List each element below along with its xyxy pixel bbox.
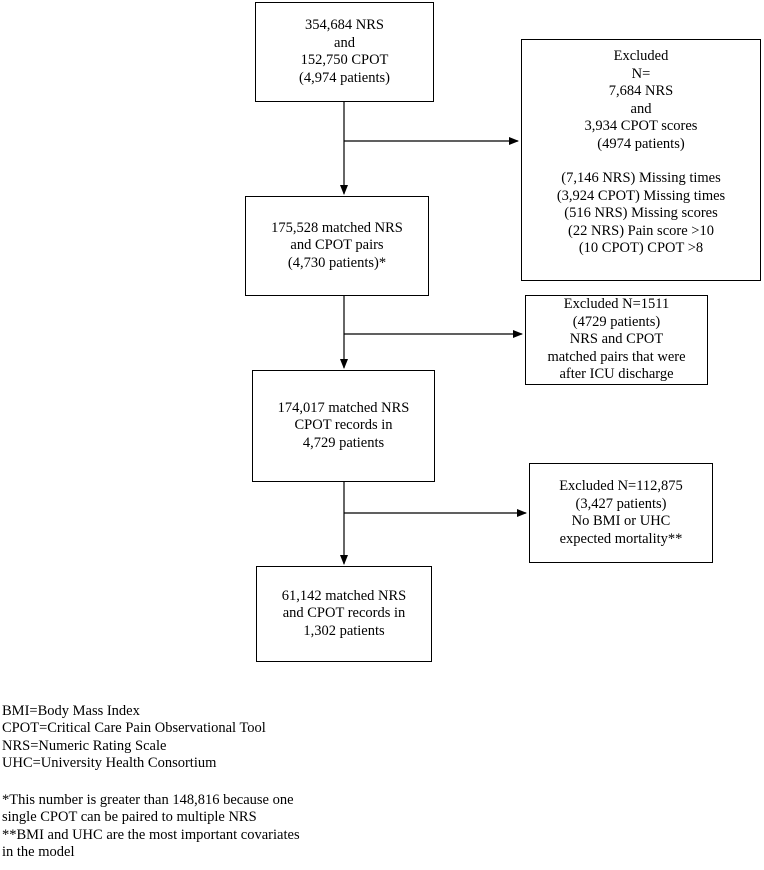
final-line: and CPOT records in [282, 605, 406, 622]
footnote-line: *This number is greater than 148,816 bec… [2, 792, 294, 808]
excluded1-header-line: Excluded [613, 48, 669, 64]
excluded2-line: Excluded N=1511 [563, 296, 670, 313]
step3-box: 174,017 matched NRS CPOT records in 4,72… [252, 370, 435, 482]
excluded3-line: Excluded N=112,875 [559, 478, 683, 494]
step3-line: CPOT records in [294, 417, 393, 434]
footnote-line: **BMI and UHC are the most important cov… [2, 826, 300, 843]
abbreviation-item: CPOT=Critical Care Pain Observational To… [2, 720, 266, 737]
excluded2-line: matched pairs that were [547, 348, 686, 365]
excluded3-line: (3,427 patients) [575, 495, 667, 512]
excluded3-box: Excluded N=112,875 (3,427 patients) No B… [529, 463, 713, 563]
excluded1-header-line: 7,684 NRS [608, 83, 674, 99]
footnote-line: single CPOT can be paired to multiple NR… [2, 809, 257, 826]
final-box: 61,142 matched NRS and CPOT records in 1… [256, 566, 432, 662]
abbreviation-item: NRS=Numeric Rating Scale [2, 737, 167, 754]
excluded2-line: (4729 patients) [572, 313, 661, 330]
excluded2-box: Excluded N=1511 (4729 patients) NRS and … [525, 295, 708, 385]
excluded1-header-line: and [630, 100, 652, 117]
excluded1-header-line: 3,934 CPOT scores [584, 118, 698, 134]
excluded1-reason: (516 NRS) Missing scores [564, 205, 718, 221]
footnote-line: in the model [2, 843, 75, 860]
final-line: 61,142 matched NRS [281, 587, 407, 604]
start-line: 354,684 NRS [305, 17, 384, 33]
excluded1-reason: (22 NRS) Pain score >10 [568, 222, 714, 239]
excluded1-reason: (3,924 CPOT) Missing times [556, 187, 726, 204]
step2-line: (4,730 patients)* [287, 254, 387, 271]
excluded1-reason: (10 CPOT) CPOT >8 [578, 240, 704, 256]
abbreviations-legend: BMI=Body Mass Index CPOT=Critical Care P… [2, 703, 266, 772]
abbreviation-item: UHC=University Health Consortium [2, 754, 217, 771]
step2-line: and CPOT pairs [290, 237, 384, 254]
step3-line: 4,729 patients [302, 434, 385, 451]
excluded1-reason: (7,146 NRS) Missing times [561, 170, 721, 186]
excluded2-line: after ICU discharge [559, 366, 674, 383]
abbreviation-item: BMI=Body Mass Index [2, 703, 140, 719]
start-line: and [334, 34, 355, 51]
excluded3-line: No BMI or UHC [571, 513, 671, 529]
excluded1-header-line: N= [631, 65, 651, 82]
excluded1-box: Excluded N= 7,684 NRS and 3,934 CPOT sco… [521, 39, 761, 281]
excluded2-line: NRS and CPOT [569, 331, 664, 348]
final-line: 1,302 patients [303, 622, 385, 639]
footnotes: *This number is greater than 148,816 bec… [2, 792, 300, 861]
start-line: 152,750 CPOT [300, 52, 389, 68]
excluded1-header-line: (4974 patients) [597, 135, 685, 152]
step2-line: 175,528 matched NRS [271, 219, 403, 236]
step3-line: 174,017 matched NRS [277, 399, 410, 416]
step2-box: 175,528 matched NRS and CPOT pairs (4,73… [245, 196, 429, 296]
excluded3-line: expected mortality** [559, 530, 683, 547]
start-box: 354,684 NRS and 152,750 CPOT (4,974 pati… [255, 2, 434, 102]
start-line: (4,974 patients) [298, 69, 390, 86]
